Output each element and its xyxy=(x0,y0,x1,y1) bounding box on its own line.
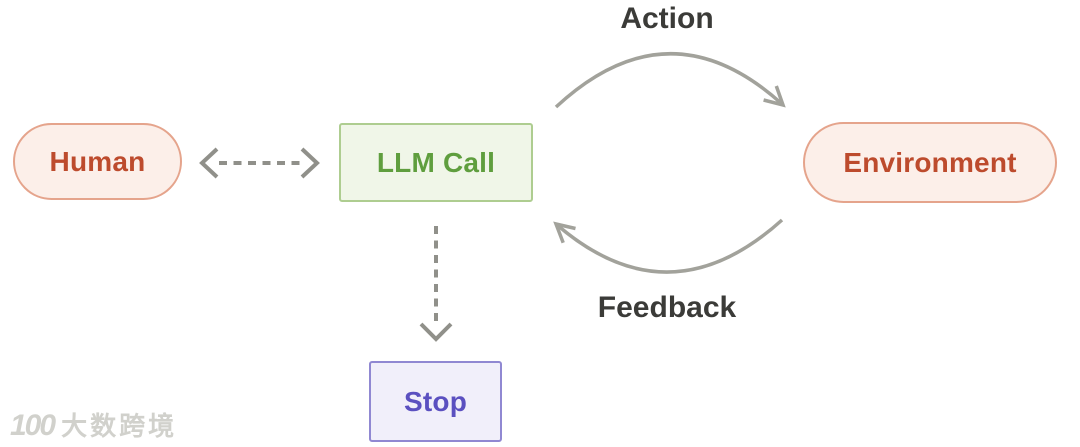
watermark-logo-icon: 100 xyxy=(10,409,56,442)
watermark-brand-text: 大数跨境 xyxy=(61,412,178,442)
node-stop-label: Stop xyxy=(403,385,467,417)
feedback-arrow-curve xyxy=(554,218,784,274)
action-arrowhead-icon xyxy=(763,85,786,108)
feedback-arrowhead-icon xyxy=(553,221,576,244)
node-human-label: Human xyxy=(49,145,146,177)
node-environment-label: Environment xyxy=(843,146,1017,178)
llm-stop-arrowhead-icon xyxy=(419,322,453,342)
node-human: Human xyxy=(13,123,182,200)
action-edge-label: Action xyxy=(620,2,714,35)
human-llm-left-arrowhead-icon xyxy=(199,147,219,179)
node-environment: Environment xyxy=(803,122,1057,203)
node-llm-call: LLM Call xyxy=(339,123,533,202)
human-llm-right-arrowhead-icon xyxy=(300,147,320,179)
watermark: 100 大数跨境 xyxy=(10,406,177,443)
action-arrow-curve xyxy=(554,52,784,109)
feedback-edge-label: Feedback xyxy=(597,291,737,324)
node-llm-call-label: LLM Call xyxy=(376,146,496,178)
node-stop: Stop xyxy=(369,361,502,442)
